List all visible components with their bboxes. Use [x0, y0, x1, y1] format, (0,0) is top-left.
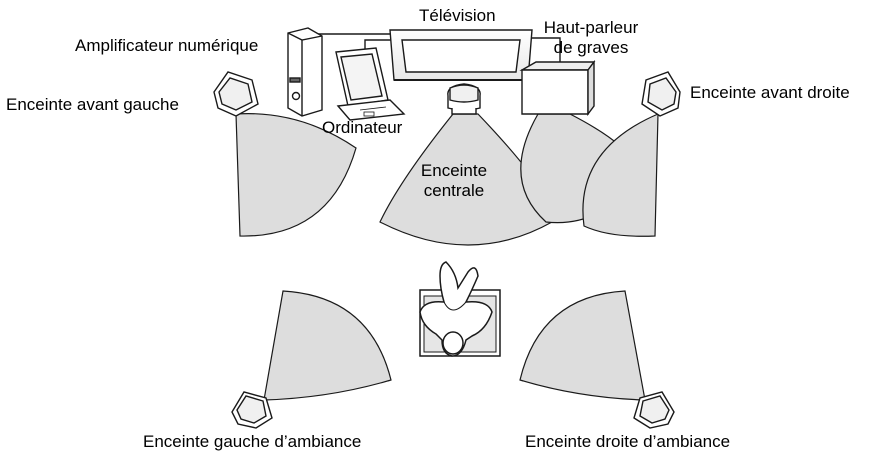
surround-left-sound-field	[263, 290, 392, 401]
front-right-speaker	[641, 71, 681, 117]
center-label-text: Enceinte centrale	[420, 161, 488, 200]
computer-device	[335, 47, 406, 121]
cable-tv-to-subwoofer	[530, 37, 561, 62]
surround-right-label: Enceinte droite d’ambiance	[525, 432, 731, 451]
front-left-label: Enceinte avant gauche	[6, 95, 179, 114]
front-right-label: Enceinte avant droite	[690, 83, 850, 102]
television-device	[389, 29, 533, 81]
cable-amp-to-tv	[317, 33, 392, 40]
cable-computer-to-tv	[364, 39, 392, 50]
amplifier-device	[287, 27, 323, 117]
surround-right-sound-field	[519, 290, 646, 401]
center-speaker	[447, 83, 481, 115]
amplifier-label: Amplificateur numérique	[75, 36, 259, 55]
surround-right-speaker	[633, 391, 675, 429]
front-right-sound-field	[582, 113, 659, 237]
computer-label: Ordinateur	[322, 118, 403, 137]
surround-left-speaker	[231, 391, 273, 429]
listener-on-sofa	[419, 261, 501, 357]
subwoofer-device	[519, 59, 596, 117]
surround-left-label: Enceinte gauche d’ambiance	[143, 432, 362, 451]
front-left-sound-field	[235, 113, 357, 237]
subwoofer-label-text: Haut-parleur de graves	[543, 18, 639, 57]
subwoofer-label: Haut-parleur de graves	[536, 18, 646, 58]
tv-label: Télévision	[419, 6, 496, 25]
person	[419, 261, 493, 357]
center-label: Enceinte centrale	[417, 161, 491, 201]
sound-fields	[235, 113, 659, 401]
front-left-speaker	[213, 71, 259, 117]
